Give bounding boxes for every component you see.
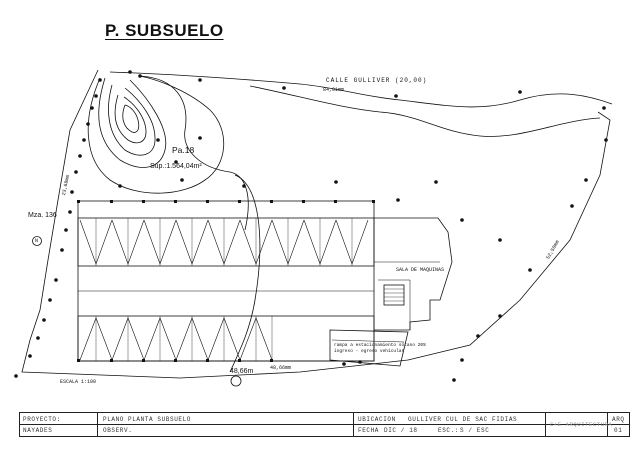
north-marker: N <box>35 238 39 244</box>
lot-boundary <box>21 69 611 379</box>
parcel-label: Pa.18 <box>172 145 195 155</box>
front-dimension-label: 48,66m <box>230 368 254 375</box>
ramp-note-1: rampa a estacionamiento sótano 20% <box>334 343 426 348</box>
project-value: NAYADES <box>23 427 53 434</box>
street-label: CALLE GULLIVER (20,00) <box>326 77 428 84</box>
location-value: GULLIVER CUL DE SAC FIDIAS <box>408 416 518 423</box>
scale-label: ESCALA 1:100 <box>60 379 97 385</box>
parking-bays-bottom <box>79 316 273 361</box>
observations-label: OBSERV. <box>103 427 133 434</box>
sheet-label: ARQ <box>612 416 625 423</box>
date-value: DIC / 18 <box>384 427 418 434</box>
parking-bays-top <box>79 218 369 266</box>
plan-value: PLANTA SUBSUELO <box>128 416 192 423</box>
sheet-number: 01 <box>614 427 623 434</box>
structural-columns <box>77 200 375 362</box>
date-label: FECHA <box>358 427 380 434</box>
front-dimension-label-2: 48,66mm <box>270 365 292 371</box>
scale-field-value: S / ESC <box>460 427 490 434</box>
surface-label: Sup.:1.564,04m² <box>150 163 202 170</box>
project-label: PROYECTO: <box>23 416 61 423</box>
street-length-label: 84,01mm <box>323 87 345 93</box>
block-label: Mza. 136 <box>28 212 57 219</box>
plan-label: PLANO <box>103 416 125 423</box>
street-curve-lower <box>249 85 601 137</box>
title-block: PROYECTO: NAYADES PLANO PLANTA SUBSUELO … <box>19 412 630 437</box>
machine-room-label: SALA DE MAQUINAS <box>396 267 445 273</box>
drawing-title: P. SUBSUELO <box>105 21 224 40</box>
scale-field-label: ESC.: <box>438 427 460 434</box>
survey-markers <box>14 70 608 382</box>
office-name: C+E ARQUITECTURA <box>550 421 613 428</box>
location-label: UBICACION <box>358 416 396 423</box>
ramp-note-2: ingreso - egreso vehicular <box>334 349 405 354</box>
street-line <box>109 71 613 108</box>
